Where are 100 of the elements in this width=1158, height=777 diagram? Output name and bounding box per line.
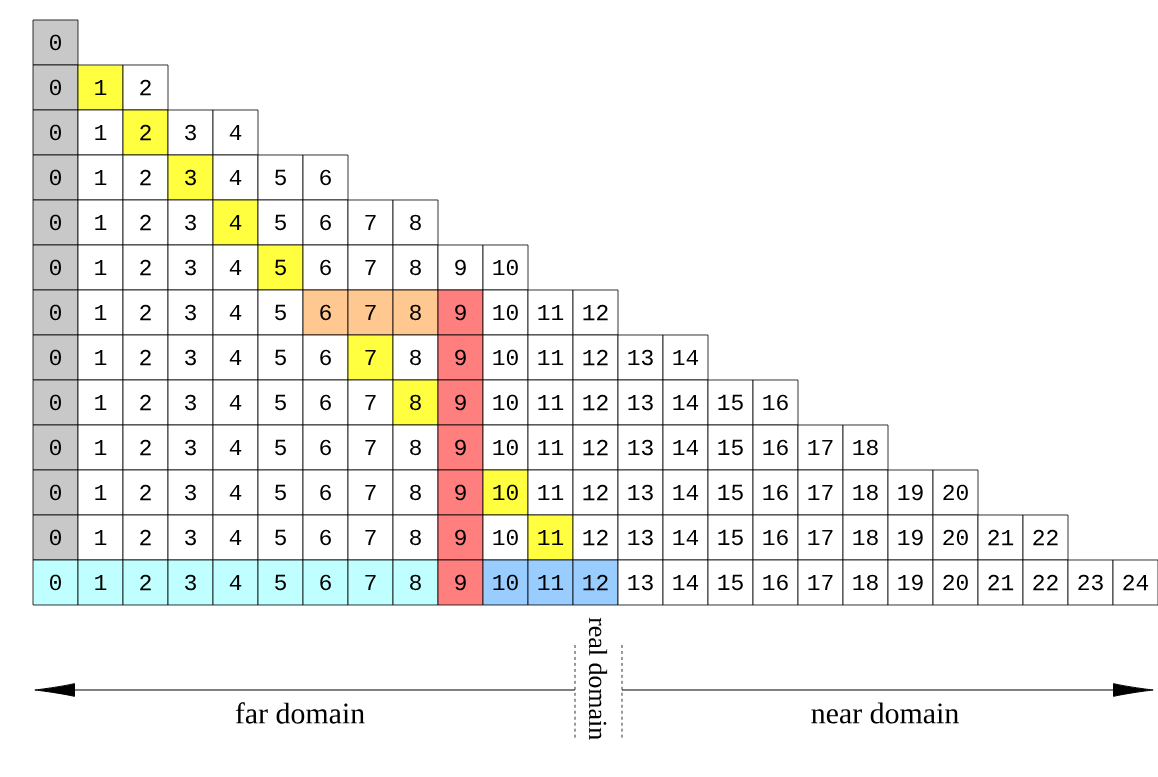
grid-cell: 4	[212, 379, 259, 426]
grid-cell: 2	[122, 559, 169, 606]
grid-cell: 17	[797, 559, 844, 606]
grid-cell: 9	[437, 289, 484, 336]
grid-cell: 0	[32, 379, 79, 426]
grid-cell: 16	[752, 514, 799, 561]
grid-cell: 6	[302, 334, 349, 381]
grid-cell: 6	[302, 379, 349, 426]
grid-cell: 15	[707, 514, 754, 561]
grid-cell: 0	[32, 64, 79, 111]
grid-cell: 1	[77, 469, 124, 516]
grid-cell: 9	[437, 334, 484, 381]
grid-cell: 3	[167, 154, 214, 201]
grid-cell: 5	[257, 199, 304, 246]
grid-cell: 5	[257, 334, 304, 381]
grid-cell: 5	[257, 244, 304, 291]
grid-cell: 1	[77, 199, 124, 246]
grid-cell: 2	[122, 244, 169, 291]
grid-cell: 18	[842, 559, 889, 606]
grid-cell: 7	[347, 379, 394, 426]
grid-cell: 13	[617, 424, 664, 471]
grid-cell: 2	[122, 469, 169, 516]
grid-cell: 8	[392, 244, 439, 291]
grid-cell: 7	[347, 559, 394, 606]
grid-cell: 2	[122, 424, 169, 471]
grid-cell: 9	[437, 469, 484, 516]
grid-cell: 12	[572, 559, 619, 606]
grid-cell: 4	[212, 289, 259, 336]
grid-cell: 3	[167, 379, 214, 426]
grid-cell: 12	[572, 334, 619, 381]
grid-cell: 1	[77, 514, 124, 561]
grid-cell: 12	[572, 469, 619, 516]
grid-cell: 3	[167, 199, 214, 246]
grid-cell: 5	[257, 424, 304, 471]
grid-cell: 8	[392, 199, 439, 246]
grid-cell: 10	[482, 514, 529, 561]
grid-cell: 6	[302, 559, 349, 606]
grid-cell: 17	[797, 514, 844, 561]
grid-cell: 6	[302, 469, 349, 516]
grid-cell: 4	[212, 559, 259, 606]
grid-cell: 9	[437, 379, 484, 426]
grid-cell: 16	[752, 379, 799, 426]
grid-cell: 0	[32, 109, 79, 156]
grid-cell: 8	[392, 514, 439, 561]
grid-cell: 4	[212, 514, 259, 561]
grid-cell: 0	[32, 199, 79, 246]
grid-cell: 14	[662, 514, 709, 561]
grid-cell: 1	[77, 559, 124, 606]
grid-cell: 13	[617, 469, 664, 516]
grid-cell: 1	[77, 289, 124, 336]
grid-cell: 10	[482, 289, 529, 336]
grid-cell: 15	[707, 424, 754, 471]
grid-cell: 0	[32, 559, 79, 606]
grid-cell: 7	[347, 424, 394, 471]
grid-cell: 2	[122, 64, 169, 111]
grid-cell: 16	[752, 469, 799, 516]
grid-cell: 0	[32, 19, 79, 66]
domain-label: real domain	[588, 617, 608, 740]
grid-cell: 9	[437, 424, 484, 471]
grid-cell: 7	[347, 244, 394, 291]
grid-cell: 5	[257, 559, 304, 606]
grid-cell: 3	[167, 289, 214, 336]
grid-cell: 9	[437, 559, 484, 606]
grid-cell: 2	[122, 199, 169, 246]
grid-cell: 10	[482, 559, 529, 606]
grid-cell: 8	[392, 334, 439, 381]
grid-cell: 10	[482, 469, 529, 516]
grid-cell: 11	[527, 289, 574, 336]
grid-cell: 11	[527, 334, 574, 381]
grid-cell: 5	[257, 154, 304, 201]
grid-cell: 5	[257, 289, 304, 336]
grid-cell: 4	[212, 334, 259, 381]
grid-cell: 10	[482, 244, 529, 291]
grid-cell: 13	[617, 334, 664, 381]
grid-cell: 8	[392, 559, 439, 606]
grid-cell: 10	[482, 424, 529, 471]
grid-cell: 13	[617, 379, 664, 426]
grid-cell: 18	[842, 514, 889, 561]
grid-cell: 12	[572, 514, 619, 561]
grid-cell: 12	[572, 379, 619, 426]
grid-cell: 19	[887, 469, 934, 516]
grid-cell: 2	[122, 514, 169, 561]
grid-cell: 0	[32, 514, 79, 561]
grid-cell: 6	[302, 199, 349, 246]
grid-cell: 0	[32, 244, 79, 291]
grid-cell: 0	[32, 154, 79, 201]
grid-cell: 11	[527, 559, 574, 606]
grid-cell: 3	[167, 334, 214, 381]
grid-cell: 8	[392, 469, 439, 516]
grid-cell: 3	[167, 469, 214, 516]
grid-cell: 10	[482, 379, 529, 426]
grid-cell: 7	[347, 514, 394, 561]
grid-cell: 4	[212, 424, 259, 471]
grid-cell: 13	[617, 559, 664, 606]
grid-cell: 3	[167, 514, 214, 561]
grid-cell: 14	[662, 334, 709, 381]
grid-cell: 0	[32, 334, 79, 381]
grid-cell: 9	[437, 514, 484, 561]
grid-cell: 6	[302, 514, 349, 561]
grid-cell: 2	[122, 334, 169, 381]
